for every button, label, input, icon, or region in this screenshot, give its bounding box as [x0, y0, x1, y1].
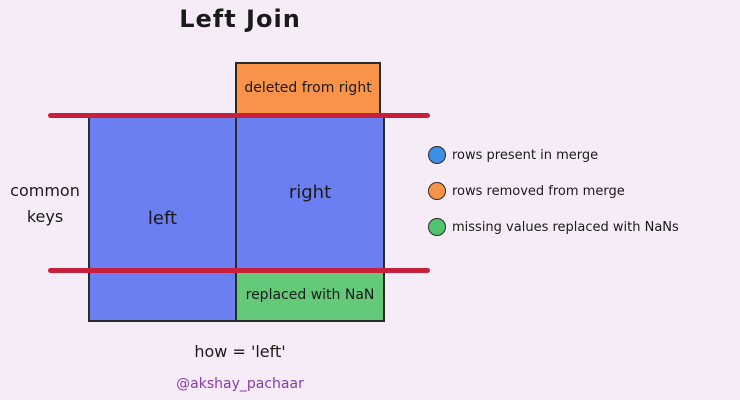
deleted-from-right-box: deleted from right [235, 62, 381, 116]
legend-label-removed: rows removed from merge [452, 183, 625, 199]
blue-dot-icon [428, 146, 446, 164]
diagram-title: Left Join [179, 5, 301, 33]
legend-label-present: rows present in merge [452, 147, 599, 163]
legend-item-nan: missing values replaced with NaNs [428, 215, 679, 239]
right-table-box: right [235, 116, 385, 271]
legend-item-removed: rows removed from merge [428, 179, 679, 203]
legend-label-nan: missing values replaced with NaNs [452, 219, 679, 235]
common-keys-bottom-line [48, 268, 430, 273]
author-handle: @akshay_pachaar [176, 376, 304, 392]
left-table-label: left [147, 207, 178, 229]
left-table-box: left [88, 116, 237, 322]
common-keys-top-line [48, 113, 430, 118]
deleted-from-right-label: deleted from right [244, 80, 372, 97]
replaced-with-nan-box: replaced with NaN [235, 269, 385, 322]
right-table-label: right [288, 182, 332, 204]
orange-dot-icon [428, 182, 446, 200]
how-parameter-label: how = 'left' [194, 342, 286, 361]
legend-item-present: rows present in merge [428, 143, 679, 167]
common-keys-label: common keys [10, 181, 80, 226]
replaced-with-nan-label: replaced with NaN [245, 286, 375, 303]
legend: rows present in merge rows removed from … [428, 143, 679, 251]
green-dot-icon [428, 218, 446, 236]
